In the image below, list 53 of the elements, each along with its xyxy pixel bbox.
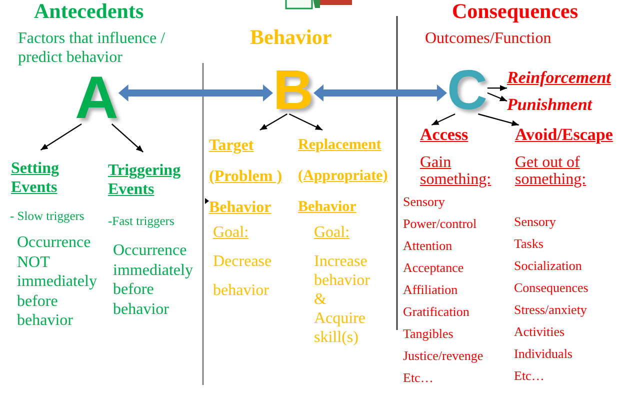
- category-heading: Access: [420, 125, 468, 145]
- subheading: Gain something:: [420, 154, 492, 188]
- column-subtitle: Factors that influence / predict behavior: [18, 29, 166, 67]
- column-heading: Antecedents: [34, 0, 144, 22]
- subheading: Get out of something:: [515, 154, 588, 188]
- category-heading: Replacement (Appropriate) Behavior: [298, 136, 389, 217]
- list-item: Gratification: [403, 303, 470, 321]
- arrow: [40, 124, 82, 150]
- big-letter: C: [447, 66, 488, 114]
- list-item: Power/control: [403, 215, 477, 233]
- list-item: Justice/revenge: [403, 347, 484, 365]
- list-item: Consequences: [514, 279, 588, 297]
- category-heading: Avoid/Escape: [515, 125, 613, 145]
- category-heading: Setting Events: [11, 159, 60, 197]
- arrow: [288, 113, 323, 131]
- arrow: [260, 113, 288, 131]
- category-heading: Triggering Events: [108, 161, 182, 199]
- column-heading: Consequences: [452, 0, 578, 22]
- list-item: Stress/anxiety: [514, 301, 587, 319]
- outcome-label: Punishment: [507, 94, 592, 116]
- list-item: Attention: [403, 237, 452, 255]
- list-item: Individuals: [514, 345, 572, 363]
- description-text: Decrease behavior: [213, 252, 273, 301]
- arrow: [487, 92, 508, 102]
- list-item: Etc…: [514, 367, 544, 385]
- category-heading: Target (Problem ) Behavior: [209, 136, 284, 218]
- note-text: - Slow triggers: [10, 209, 84, 224]
- list-item: Etc…: [403, 369, 434, 387]
- goal-label: Goal:: [213, 223, 249, 243]
- arrow: [111, 124, 144, 152]
- block-arrow: [118, 84, 273, 102]
- list-item: Tangibles: [403, 325, 454, 343]
- column-heading: Behavior: [250, 26, 332, 48]
- list-item: Socialization: [514, 257, 582, 275]
- column-subtitle: Outcomes/Function: [425, 29, 552, 48]
- list-item: Activities: [514, 323, 565, 341]
- arrow: [431, 113, 456, 126]
- list-item: Affiliation: [403, 281, 458, 299]
- outcome-label: Reinforcement: [507, 67, 611, 89]
- list-item: Sensory: [514, 213, 556, 231]
- description-text: Increase behavior & Acquire skill(s): [314, 252, 371, 347]
- arrow: [478, 113, 519, 126]
- big-letter: A: [75, 72, 118, 124]
- big-letter: B: [273, 66, 314, 114]
- list-item: Acceptance: [403, 259, 464, 277]
- list-item: Tasks: [514, 235, 544, 253]
- description-text: Occurrence NOT immediately before behavior: [17, 233, 98, 330]
- description-text: Occurrence immediately before behavior: [113, 241, 194, 319]
- block-arrow: [313, 84, 447, 102]
- note-text: -Fast triggers: [108, 214, 174, 229]
- list-item: Sensory: [403, 193, 445, 211]
- goal-label: Goal:: [314, 223, 350, 243]
- arrow: [487, 85, 507, 92]
